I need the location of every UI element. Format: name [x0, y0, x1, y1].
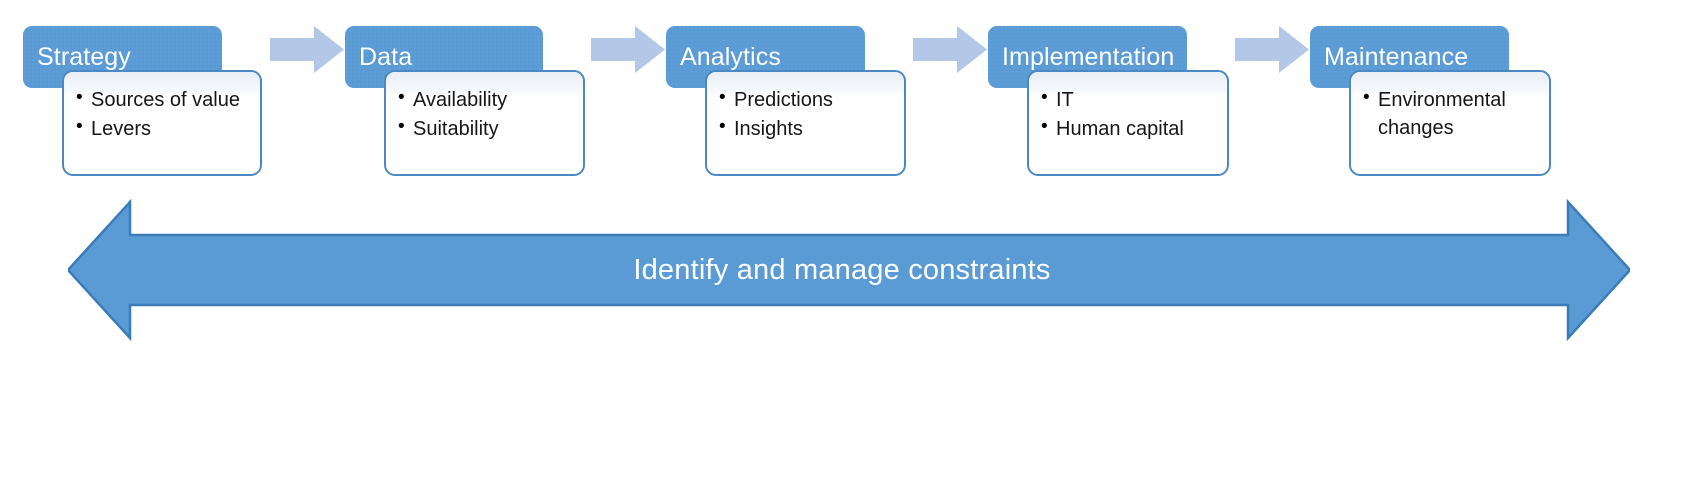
list-item: Environmental changes [1363, 85, 1541, 143]
stage-detail-list: Sources of value Levers [64, 72, 260, 144]
list-item: Sources of value [76, 85, 252, 114]
stage-title: Maintenance [1324, 42, 1469, 71]
stage-detail-list: Availability Suitability [386, 72, 583, 144]
stage-detail-data[interactable]: Availability Suitability [384, 70, 585, 176]
stage-title: Data [359, 42, 413, 71]
list-item: Insights [719, 114, 896, 143]
stage-detail-analytics[interactable]: Predictions Insights [705, 70, 906, 176]
stage-title: Implementation [1002, 42, 1175, 71]
list-item: Predictions [719, 85, 896, 114]
connector-strategy-to-data [270, 26, 344, 73]
stage-title: Strategy [37, 42, 131, 71]
stage-detail-list: Predictions Insights [707, 72, 904, 144]
list-item: IT [1041, 85, 1219, 114]
stage-detail-list: IT Human capital [1029, 72, 1227, 144]
constraints-bidirectional-arrow[interactable] [68, 198, 1630, 342]
stage-detail-list: Environmental changes [1351, 72, 1549, 143]
connector-analytics-to-implementation [913, 26, 987, 73]
stage-detail-maintenance[interactable]: Environmental changes [1349, 70, 1551, 176]
list-item: Levers [76, 114, 252, 143]
list-item: Availability [398, 85, 575, 114]
list-item: Human capital [1041, 114, 1219, 143]
list-item: Suitability [398, 114, 575, 143]
stage-detail-implementation[interactable]: IT Human capital [1027, 70, 1229, 176]
connector-data-to-analytics [591, 26, 665, 73]
stage-header-strategy[interactable]: Strategy [23, 26, 222, 88]
stage-title: Analytics [680, 42, 781, 71]
stage-detail-strategy[interactable]: Sources of value Levers [62, 70, 262, 176]
connector-implementation-to-maintenance [1235, 26, 1309, 73]
